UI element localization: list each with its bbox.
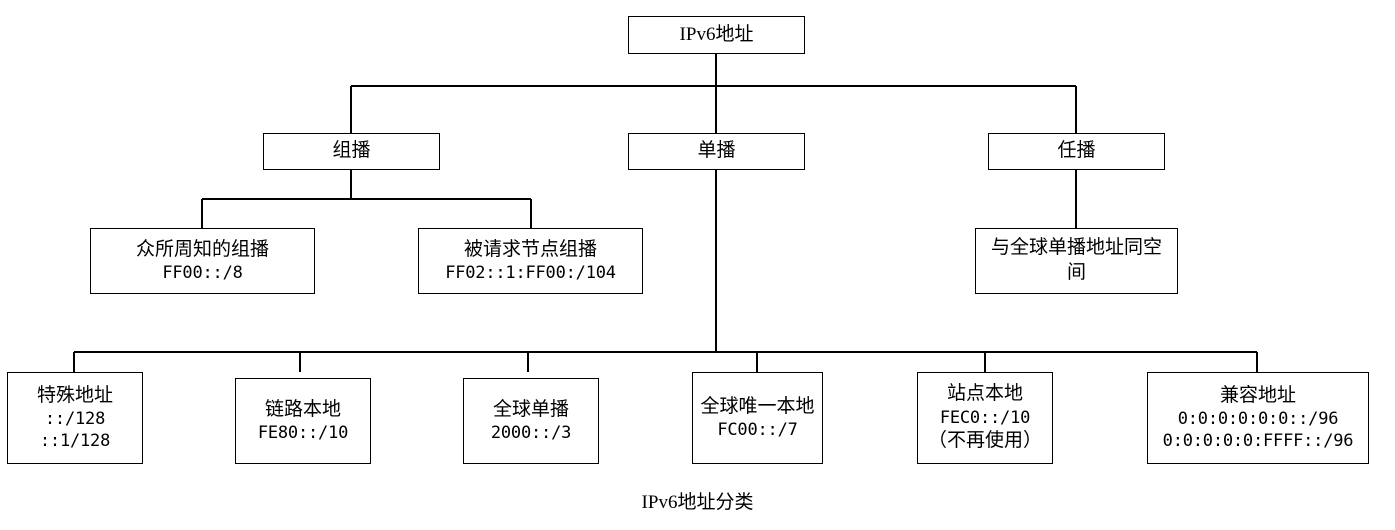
node-compatible-address[interactable]: 兼容地址 0:0:0:0:0:0::/96 0:0:0:0:0:FFFF::/9…: [1147, 372, 1369, 464]
node-compatible-address-prefix1: 0:0:0:0:0:0::/96: [1177, 409, 1339, 430]
node-solicited-node-multicast-prefix: FF02::1:FF00:/104: [445, 263, 616, 284]
node-site-local[interactable]: 站点本地 FEC0::/10 （不再使用）: [917, 372, 1053, 464]
node-link-local[interactable]: 链路本地 FE80::/10: [235, 378, 371, 464]
node-compatible-address-title: 兼容地址: [1219, 384, 1296, 406]
node-link-local-title: 链路本地: [264, 398, 341, 420]
node-unicast-label: 单播: [697, 140, 736, 162]
node-wellknown-multicast[interactable]: 众所周知的组播 FF00::/8: [90, 228, 315, 294]
node-root-ipv6-address[interactable]: IPv6地址: [628, 16, 805, 54]
node-site-local-prefix: FEC0::/10: [939, 407, 1031, 428]
node-site-local-note: （不再使用）: [927, 430, 1042, 452]
node-anycast[interactable]: 任播: [988, 133, 1165, 170]
node-global-unicast[interactable]: 全球单播 2000::/3: [463, 378, 599, 464]
node-special-address-prefix1: ::/128: [44, 409, 106, 430]
node-solicited-node-multicast-title: 被请求节点组播: [463, 238, 597, 260]
node-unique-local-prefix: FC00::/7: [717, 420, 798, 441]
node-unique-local[interactable]: 全球唯一本地 FC00::/7: [692, 372, 823, 464]
node-root-label: IPv6地址: [679, 23, 754, 45]
node-same-space-as-global-unicast[interactable]: 与全球单播地址同空间: [975, 228, 1178, 294]
node-special-address-prefix2: ::1/128: [39, 431, 111, 452]
node-site-local-title: 站点本地: [946, 383, 1023, 405]
node-special-address[interactable]: 特殊地址 ::/128 ::1/128: [7, 372, 143, 464]
node-solicited-node-multicast[interactable]: 被请求节点组播 FF02::1:FF00:/104: [418, 228, 643, 294]
node-link-local-prefix: FE80::/10: [257, 423, 349, 444]
node-compatible-address-prefix2: 0:0:0:0:0:FFFF::/96: [1162, 431, 1354, 452]
node-multicast[interactable]: 组播: [263, 133, 440, 170]
node-unique-local-title: 全球唯一本地: [700, 395, 815, 417]
node-multicast-label: 组播: [332, 140, 371, 162]
node-special-address-title: 特殊地址: [36, 384, 113, 406]
node-global-unicast-title: 全球单播: [492, 398, 569, 420]
node-wellknown-multicast-title: 众所周知的组播: [135, 238, 269, 260]
diagram-caption: IPv6地址分类: [641, 492, 754, 513]
node-anycast-label: 任播: [1057, 140, 1096, 162]
node-wellknown-multicast-prefix: FF00::/8: [162, 263, 243, 284]
node-global-unicast-prefix: 2000::/3: [490, 423, 572, 444]
node-same-space-as-global-unicast-title: 与全球单播地址同空间: [990, 237, 1162, 283]
node-unicast[interactable]: 单播: [628, 133, 805, 170]
